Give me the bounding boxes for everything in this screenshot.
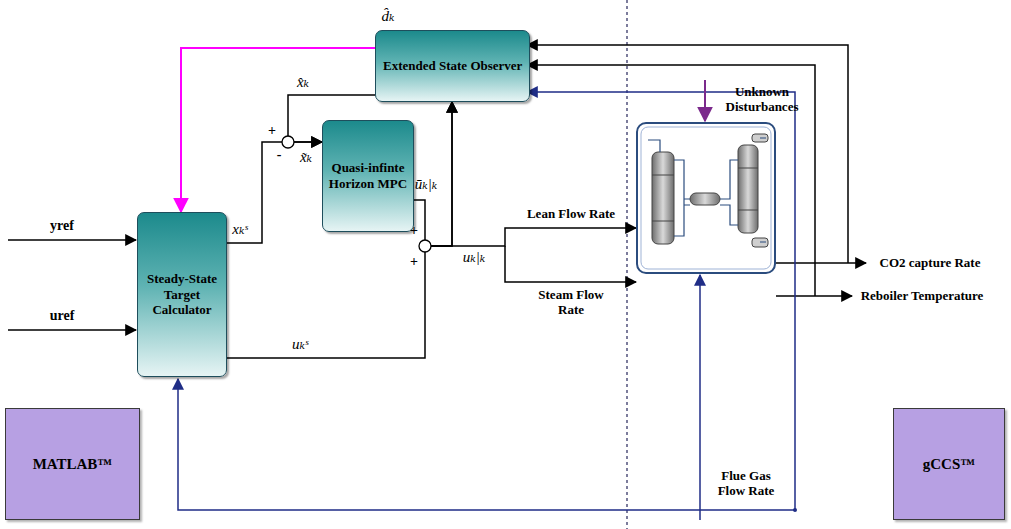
junction-dot bbox=[793, 508, 797, 512]
output-wire bbox=[776, 262, 866, 264]
separator-line bbox=[626, 0, 628, 529]
signal-label: xₖˢ bbox=[232, 221, 247, 238]
observer-box: Extended State Observer bbox=[375, 30, 530, 102]
input-label: Steam Flow Rate bbox=[530, 288, 612, 318]
sign-label: - bbox=[277, 147, 282, 163]
signal-line bbox=[227, 102, 452, 358]
disturbance-arrow bbox=[704, 80, 706, 121]
signal-line bbox=[227, 142, 322, 243]
sign-label: + bbox=[268, 123, 276, 139]
target-calculator-box: Steady-State Target Calculator bbox=[137, 212, 227, 377]
controller-box: Quasi-infinte Horizon MPC bbox=[322, 120, 414, 232]
summing-junction bbox=[419, 240, 431, 252]
feedback-wire bbox=[527, 65, 815, 296]
signal-label: uₖˢ bbox=[292, 336, 308, 353]
disturbance-label: Unknown Disturbances bbox=[714, 85, 810, 115]
reference-label: yref bbox=[50, 218, 74, 234]
output-wire bbox=[776, 295, 852, 297]
input-label: Flue Gas Flow Rate bbox=[708, 469, 784, 499]
box-title: Quasi-infinte Horizon MPC bbox=[327, 160, 409, 191]
reference-wire bbox=[8, 239, 136, 241]
signal-label: uₖ|ₖ bbox=[463, 249, 486, 266]
measured-disturbance-wire bbox=[178, 379, 795, 510]
signal-label: d̂ₖ bbox=[382, 8, 395, 25]
sign-label: + bbox=[410, 223, 418, 239]
reference-wire bbox=[8, 329, 136, 331]
signal-line bbox=[414, 102, 452, 246]
plant-illustration bbox=[637, 123, 775, 273]
box-title: MATLAB™ bbox=[33, 455, 113, 473]
box-title: Extended State Observer bbox=[383, 58, 522, 74]
output-label: CO2 capture Rate bbox=[880, 256, 981, 271]
software-box: MATLAB™ bbox=[5, 408, 140, 520]
input-label: Lean Flow Rate bbox=[527, 207, 615, 222]
measured-disturbance-wire bbox=[527, 92, 795, 510]
reference-label: uref bbox=[50, 308, 75, 324]
box-title: gCCS™ bbox=[923, 455, 976, 473]
output-label: Reboiler Temperature bbox=[861, 289, 984, 304]
signal-label: x̂ₖ bbox=[297, 74, 309, 91]
signal-label: x̃ₖ bbox=[300, 149, 312, 166]
summing-junction bbox=[282, 136, 294, 148]
signal-label: ūₖ|ₖ bbox=[415, 176, 438, 193]
input-wire bbox=[431, 228, 636, 246]
box-title: Steady-State Target Calculator bbox=[142, 271, 222, 318]
flue-gas-arrow bbox=[699, 275, 701, 520]
sign-label: + bbox=[410, 254, 418, 270]
software-box: gCCS™ bbox=[893, 408, 1005, 520]
input-wire bbox=[505, 246, 636, 282]
